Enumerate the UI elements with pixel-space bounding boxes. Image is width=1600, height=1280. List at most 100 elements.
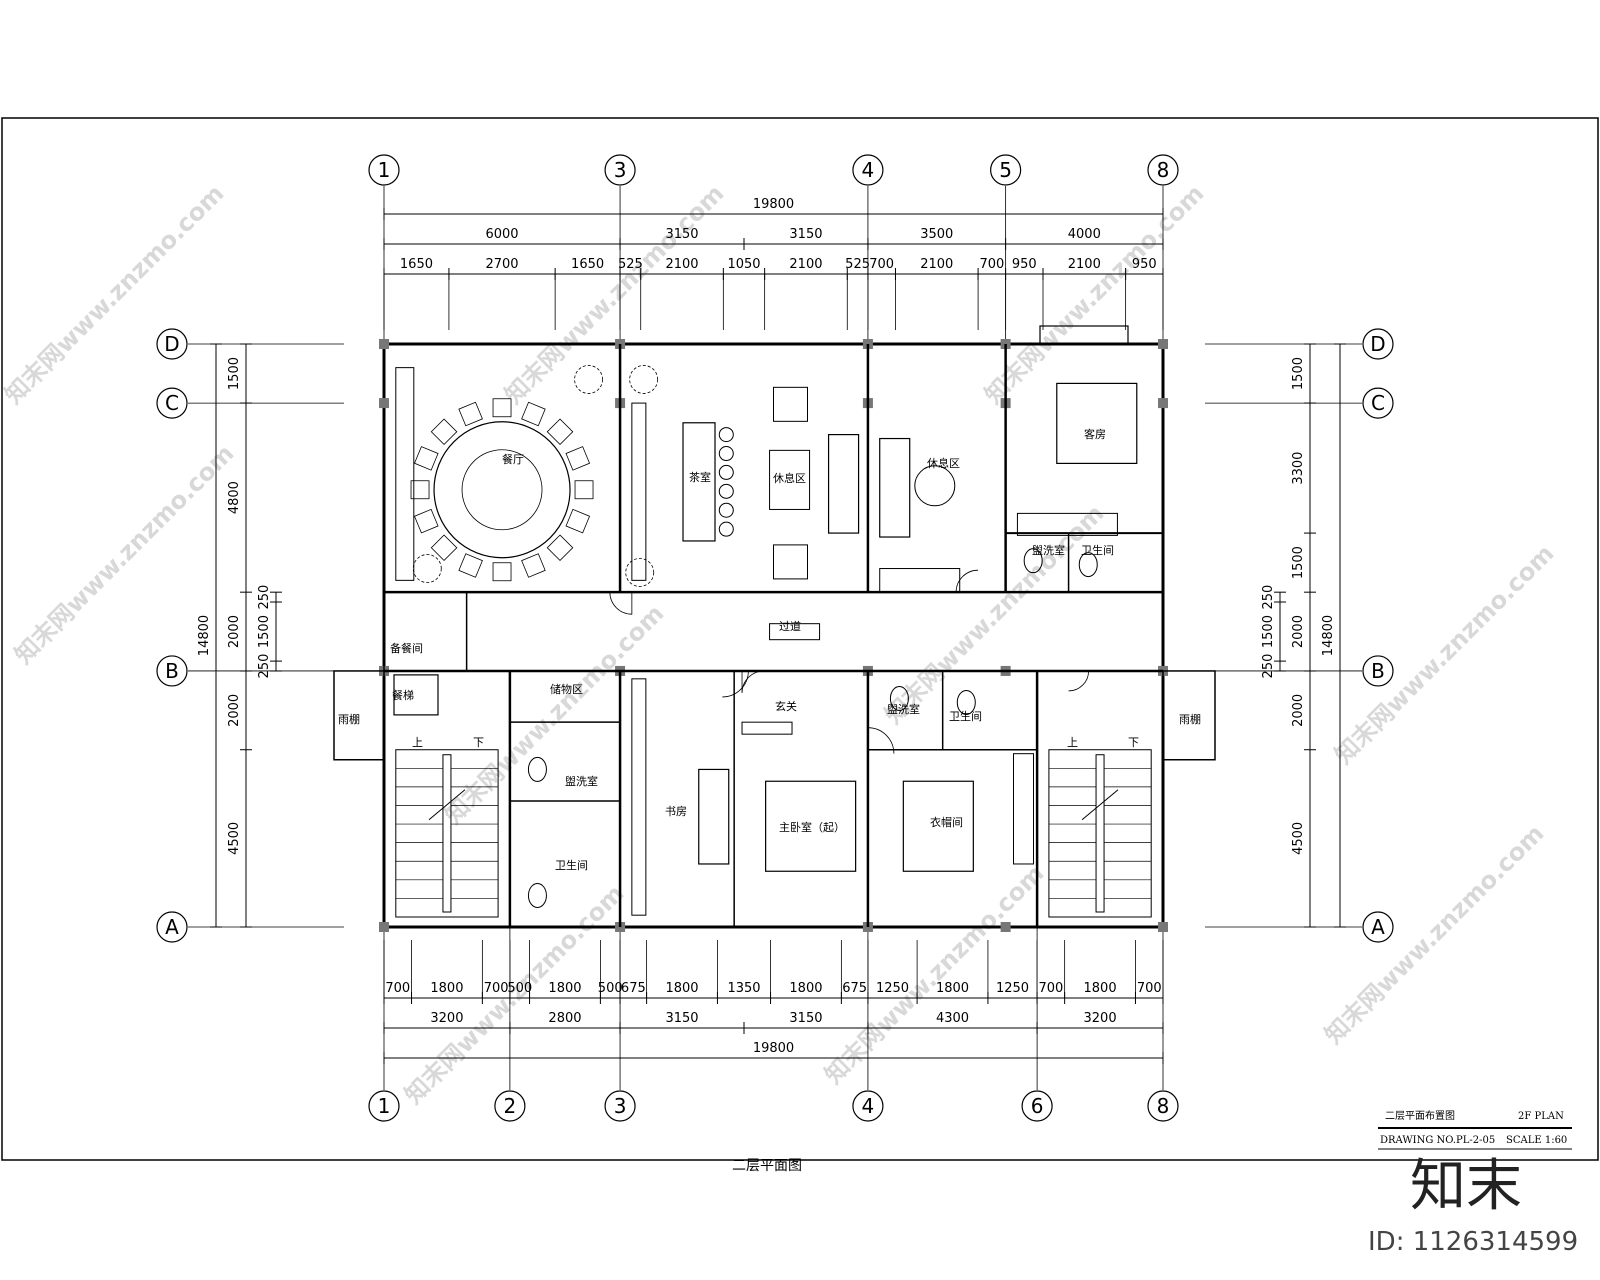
dim-top-row3-label-1: 2700 xyxy=(485,257,518,272)
study-sofa xyxy=(698,768,730,865)
grid-right-A-label: A xyxy=(1371,915,1385,939)
master-bed xyxy=(765,780,857,872)
stair-right-handrail xyxy=(1095,754,1105,913)
guest-balcony xyxy=(1039,325,1129,345)
dim-top-row3-label-12: 2100 xyxy=(1068,257,1101,272)
dim-bottom-row3-label-6: 675 xyxy=(621,981,646,996)
dim-bottom-row2-label-0: 3200 xyxy=(430,1011,463,1026)
room-label-lounge1: 休息区 xyxy=(773,471,806,485)
guest-bed xyxy=(1056,382,1138,464)
wall-layer xyxy=(333,325,1216,932)
canopy-left xyxy=(333,670,385,761)
dim-left-col2-label-2: 2000 xyxy=(227,615,242,648)
stair-left-handrail xyxy=(442,754,452,913)
room-label-layer: 餐厅 茶室 休息区 休息区 客房 盥洗室 卫生间 过道 备餐间 餐梯 雨棚 雨棚… xyxy=(338,427,1201,872)
dim-top-row3-label-7: 525 xyxy=(845,257,870,272)
room-label-pantry: 备餐间 xyxy=(390,641,423,655)
dim-top-row3-label-0: 1650 xyxy=(400,257,433,272)
room-label-foyer: 玄关 xyxy=(775,699,797,713)
room-label-toilet3: 卫生间 xyxy=(949,709,982,723)
dim-bottom-row3-label-14: 700 xyxy=(1038,981,1063,996)
grid-right-C-circle xyxy=(1362,387,1394,419)
grid-bottom-3-label: 3 xyxy=(614,1094,627,1118)
sanitary-fixture-4 xyxy=(1023,548,1043,574)
dining-chair-7 xyxy=(413,508,439,534)
grid-bottom-3-circle xyxy=(604,1090,636,1122)
dim-bottom-row3-label-16: 700 xyxy=(1137,981,1162,996)
dining-chair-6 xyxy=(430,534,458,562)
room-label-canopy-right: 雨棚 xyxy=(1179,712,1201,726)
stair-down-left: 下 xyxy=(473,736,484,749)
title-block-drawing-no: DRAWING NO.PL-2-05 xyxy=(1380,1135,1495,1146)
sanitary-fixture-0 xyxy=(527,756,547,782)
dim-bottom-row3-label-9: 1800 xyxy=(789,981,822,996)
grid-bottom-8-label: 8 xyxy=(1157,1094,1170,1118)
grid-top-5-label: 5 xyxy=(999,158,1012,182)
dim-right-col3-label-0: 250 xyxy=(1261,585,1276,610)
dim-bottom-row3-label-10: 675 xyxy=(842,981,867,996)
stair-right-break-line xyxy=(1081,789,1119,821)
door-stair-right xyxy=(1068,670,1089,692)
dim-left-col3-label-0: 250 xyxy=(257,585,272,610)
grid-left-B-label: B xyxy=(165,659,179,683)
tea-stool-2 xyxy=(718,464,734,480)
grid-bottom-2-circle xyxy=(494,1090,526,1122)
room-label-corridor: 过道 xyxy=(779,619,801,633)
dim-right-col3-label-1: 1500 xyxy=(1261,615,1276,648)
tea-stool-0 xyxy=(718,427,734,443)
dim-left-col2-label-3: 2000 xyxy=(227,694,242,727)
room-label-dining: 餐厅 xyxy=(502,452,524,466)
dim-left-col2-label-4: 4500 xyxy=(227,822,242,855)
furniture-layer xyxy=(395,365,1138,916)
grid-top-1-circle xyxy=(368,154,400,186)
lounge1-coffee-table xyxy=(769,449,811,510)
watermark-id: ID: 1126314599 xyxy=(1368,1227,1578,1257)
room-label-guest: 客房 xyxy=(1084,427,1106,441)
watermark-diagonal-0: 知末网www.znzmo.com xyxy=(0,179,229,409)
grid-top-3-circle xyxy=(604,154,636,186)
door-foyer xyxy=(741,670,765,693)
grid-bottom-1-circle xyxy=(368,1090,400,1122)
lounge2-cabinet xyxy=(879,568,961,594)
tea-bookshelf xyxy=(631,402,647,581)
dim-bottom-row2-label-5: 3200 xyxy=(1084,1011,1117,1026)
dim-bottom-row3-label-0: 700 xyxy=(385,981,410,996)
grid-left-A-circle xyxy=(156,911,188,943)
grid-top-8-circle xyxy=(1147,154,1179,186)
lounge1-armchair-1 xyxy=(773,386,808,422)
stair-left-box xyxy=(395,749,499,918)
door-study xyxy=(722,670,749,698)
grid-bottom-6-circle xyxy=(1021,1090,1053,1122)
lounge2-sofa xyxy=(879,437,911,538)
sanitary-fixture-1 xyxy=(527,882,547,908)
grid-left-C-label: C xyxy=(165,391,179,415)
drawing-caption: 二层平面图 xyxy=(732,1158,802,1174)
dim-left-total-label-0: 14800 xyxy=(197,615,212,656)
title-block-scale: SCALE 1:60 xyxy=(1506,1135,1567,1146)
closet-wardrobe xyxy=(1012,753,1034,865)
dim-top-row3-label-9: 2100 xyxy=(920,257,953,272)
dining-chair-5 xyxy=(458,553,483,578)
room-label-toilet1: 卫生间 xyxy=(1081,543,1114,557)
grid-left-A-label: A xyxy=(165,915,179,939)
stair-up-right: 上 xyxy=(1067,736,1078,749)
dim-right-col3-label-2: 250 xyxy=(1261,654,1276,679)
room-label-wash2: 盥洗室 xyxy=(565,774,598,788)
corridor-console xyxy=(769,623,821,641)
plant-1 xyxy=(412,554,442,583)
grid-bottom-8-circle xyxy=(1147,1090,1179,1122)
dim-right-col2-label-3: 2000 xyxy=(1291,615,1306,648)
dim-top-row3-label-4: 2100 xyxy=(665,257,698,272)
pantry-room xyxy=(383,591,468,672)
dim-bottom-row3-label-3: 500 xyxy=(507,981,532,996)
dim-right-col2-label-1: 3300 xyxy=(1291,452,1306,485)
grid-bottom-1-label: 1 xyxy=(378,1094,391,1118)
dim-top-row2-label-3: 3500 xyxy=(920,227,953,242)
dining-chair-8 xyxy=(410,480,430,500)
dim-bottom-row3-label-1: 1800 xyxy=(430,981,463,996)
grid-right-A-circle xyxy=(1362,911,1394,943)
column-4-1 xyxy=(1158,398,1168,409)
outer-wall xyxy=(382,342,1165,929)
grid-top-4-label: 4 xyxy=(862,158,875,182)
column-3-3 xyxy=(1000,922,1011,932)
